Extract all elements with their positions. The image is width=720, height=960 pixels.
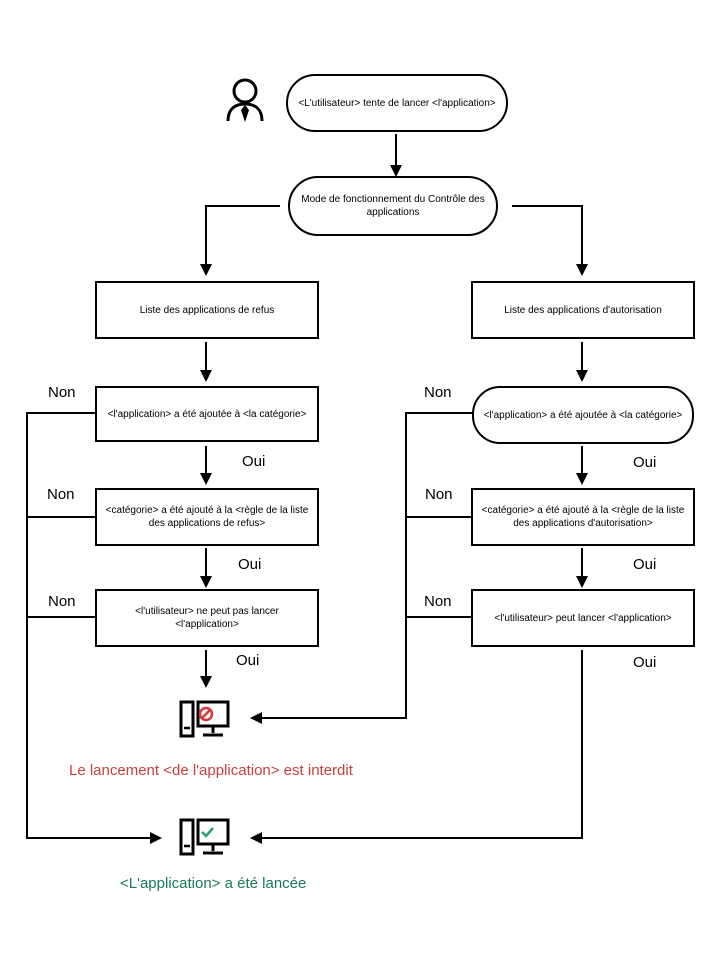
node-deny-user-cannot: <l'utilisateur> ne peut pas lancer <l'ap… [95, 589, 319, 647]
edge-deny-no-bus [26, 412, 162, 844]
label-deny-yes-3: Oui [236, 652, 260, 669]
node-allow-user-can: <l'utilisateur> peut lancer <l'applicati… [471, 589, 695, 647]
label-allow-no-1: Non [424, 384, 452, 401]
computer-check-icon [179, 818, 230, 856]
node-start: <L'utilisateur> tente de lancer <l'appli… [286, 74, 508, 132]
computer-blocked-icon [179, 700, 230, 738]
label-deny-no-1: Non [48, 384, 76, 401]
node-deny-app-added: <l'application> a été ajoutée à <la caté… [95, 386, 319, 442]
node-deny-list: Liste des applications de refus [95, 281, 319, 339]
node-allow-app-added: <l'application> a été ajoutée à <la caté… [472, 386, 694, 444]
label-deny-yes-2: Oui [238, 556, 262, 573]
outcome-blocked-text: Le lancement <de l'application> est inte… [69, 762, 353, 779]
outcome-launched-text: <L'application> a été lancée [120, 875, 307, 892]
edge-allow-user-can-yes [250, 650, 583, 844]
label-allow-no-3: Non [424, 593, 452, 610]
label-allow-no-2: Non [425, 486, 453, 503]
node-allow-list: Liste des applications d'autorisation [471, 281, 695, 339]
node-deny-category-added: <catégorie> a été ajouté à la <règle de … [95, 488, 319, 546]
node-allow-category-added: <catégorie> a été ajouté à la <règle de … [471, 488, 695, 546]
user-icon [226, 78, 264, 122]
label-deny-yes-1: Oui [242, 453, 266, 470]
edge-mode-to-allow-list [512, 205, 588, 276]
label-allow-yes-2: Oui [633, 556, 657, 573]
label-deny-no-3: Non [48, 593, 76, 610]
label-allow-yes-3: Oui [633, 654, 657, 671]
label-deny-no-2: Non [47, 486, 75, 503]
label-allow-yes-1: Oui [633, 454, 657, 471]
edge-allow-no-bus [250, 412, 472, 724]
node-mode: Mode de fonctionnement du Contrôle des a… [288, 176, 498, 236]
edge-mode-to-deny-list [200, 205, 280, 276]
